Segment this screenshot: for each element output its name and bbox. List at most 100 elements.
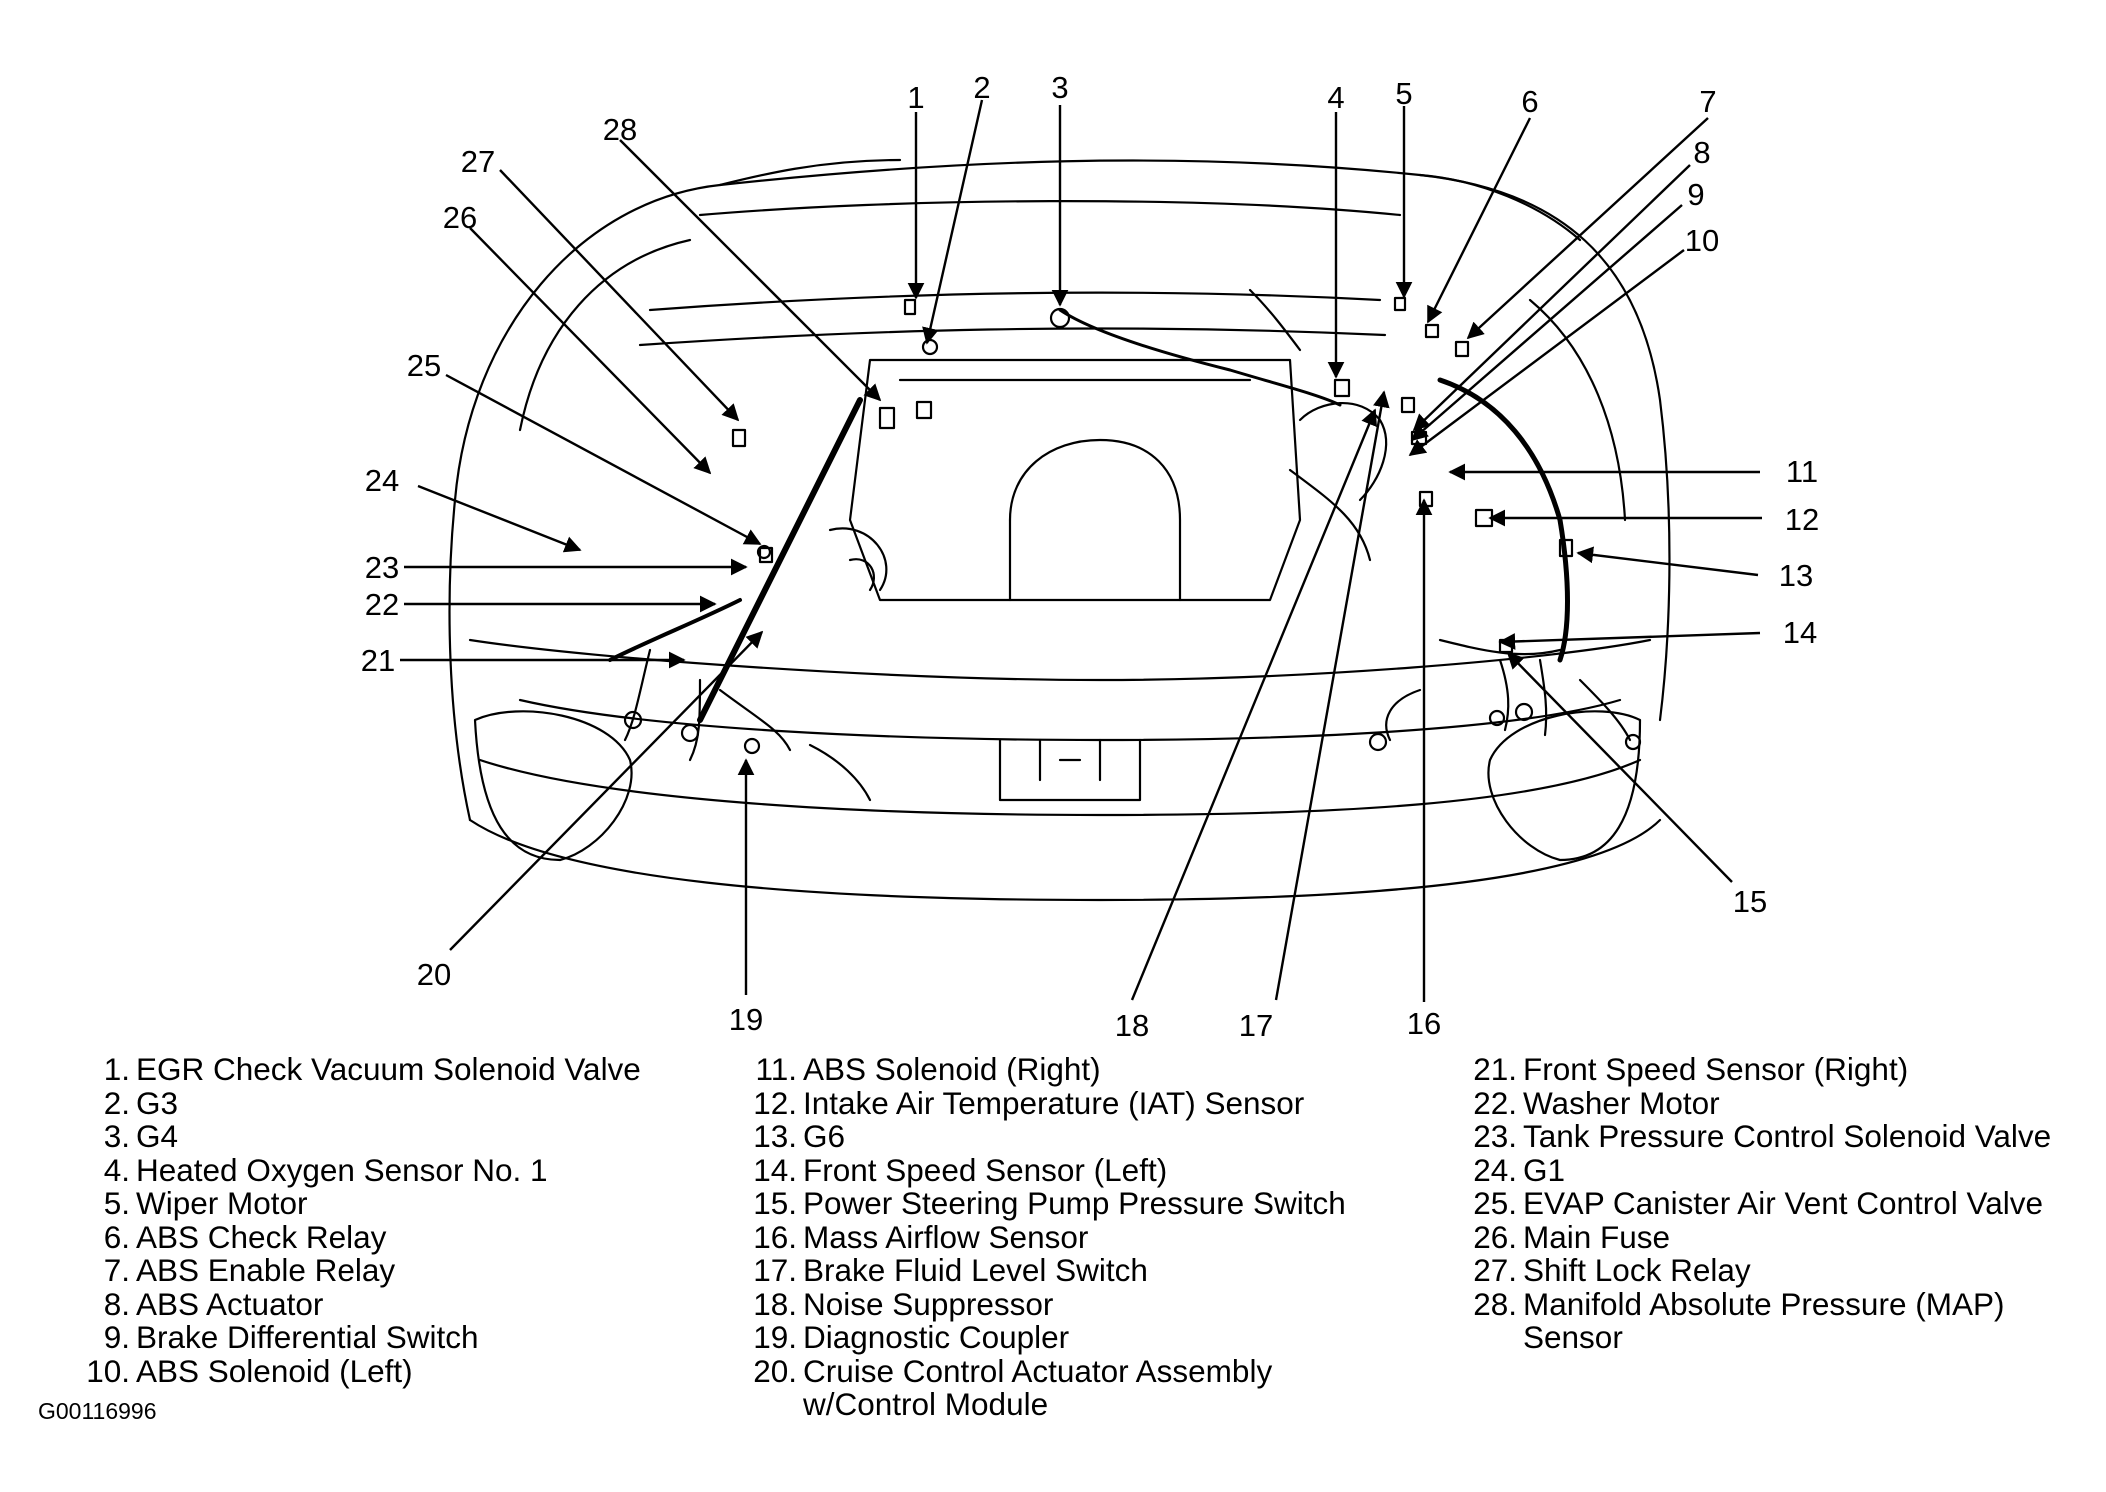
legend-item: 27.Shift Lock Relay: [1462, 1252, 2051, 1288]
legend-item: 1.EGR Check Vacuum Solenoid Valve: [78, 1051, 641, 1087]
callout-19: 19: [729, 1002, 763, 1037]
legend-item-text: G4: [136, 1118, 179, 1154]
legend-item-text: Front Speed Sensor (Right): [1523, 1051, 1909, 1087]
legend-item-number: 13.: [753, 1118, 797, 1154]
callout-9: 9: [1687, 177, 1704, 212]
legend-item-text: Shift Lock Relay: [1523, 1252, 1751, 1288]
leader-14: [1498, 631, 1761, 650]
legend-item-number: 24.: [1473, 1151, 1517, 1188]
legend-item-number: [745, 1388, 797, 1422]
legend-item-number: 8.: [103, 1285, 130, 1322]
legend-item: 28.Manifold Absolute Pressure (MAP): [1462, 1285, 2051, 1322]
legend-item-text: ABS Check Relay: [136, 1218, 387, 1255]
legend-item-text: Wiper Motor: [136, 1185, 308, 1221]
leader-18: [1130, 408, 1378, 1001]
legend-item-number: 12.: [753, 1084, 797, 1121]
legend-item: 10.ABS Solenoid (Left): [78, 1352, 641, 1389]
callout-14: 14: [1783, 615, 1817, 650]
callout-28: 28: [603, 112, 637, 147]
legend-item: 16.Mass Airflow Sensor: [745, 1218, 1346, 1255]
legend-item-text: ABS Solenoid (Right): [803, 1051, 1101, 1087]
legend-item: 23.Tank Pressure Control Solenoid Valve: [1462, 1118, 2052, 1154]
callout-5: 5: [1395, 76, 1412, 111]
legend-item-number: 14.: [753, 1151, 797, 1188]
leader-17: [1274, 390, 1390, 1001]
legend-item-number: 16.: [753, 1218, 797, 1255]
legend-item-number: 17.: [753, 1252, 797, 1288]
callout-26: 26: [443, 200, 477, 235]
legend-item-text: EVAP Canister Air Vent Control Valve: [1523, 1185, 2044, 1221]
legend-item-text: G6: [803, 1118, 846, 1154]
legend-item-number: 7.: [103, 1252, 130, 1288]
legend-item: 14.Front Speed Sensor (Left): [745, 1151, 1346, 1188]
legend-item-text: Tank Pressure Control Solenoid Valve: [1523, 1118, 2052, 1154]
callout-12: 12: [1785, 502, 1819, 537]
legend-item-number: 4.: [103, 1151, 130, 1188]
legend-item-number: 10.: [86, 1352, 130, 1389]
legend-item-text: G1: [1523, 1151, 1566, 1188]
legend-item-text: ABS Solenoid (Left): [136, 1352, 413, 1389]
callout-22: 22: [365, 587, 399, 622]
leader-26: [469, 227, 712, 475]
legend-item-number: 25.: [1473, 1185, 1517, 1221]
legend-item-number: 11.: [755, 1051, 797, 1087]
callout-8: 8: [1693, 135, 1710, 170]
legend-item: 25.EVAP Canister Air Vent Control Valve: [1462, 1185, 2051, 1221]
legend-item: 8.ABS Actuator: [78, 1285, 641, 1322]
callout-18: 18: [1115, 1008, 1149, 1043]
legend-item-number: 1.: [103, 1051, 130, 1087]
legend-item-text: Cruise Control Actuator Assembly: [803, 1352, 1273, 1389]
leader-13: [1576, 546, 1759, 577]
legend-item: 3.G4: [78, 1118, 641, 1154]
legend-column-3: 21.Front Speed Sensor (Right)22.Washer M…: [1462, 1051, 2052, 1355]
legend-column-2: 11.ABS Solenoid (Right)12.Intake Air Tem…: [745, 1051, 1346, 1422]
legend-item-number: 15.: [753, 1185, 797, 1221]
leader-6: [1426, 117, 1532, 324]
callout-13: 13: [1779, 558, 1813, 593]
legend-item: 18.Noise Suppressor: [745, 1285, 1346, 1322]
leader-24: [417, 484, 582, 553]
legend-item-text: G3: [136, 1084, 179, 1121]
leader-25: [445, 373, 762, 546]
callout-2: 2: [973, 70, 990, 105]
callout-27: 27: [461, 144, 495, 179]
legend-item: 13.G6: [745, 1118, 1346, 1154]
callout-15: 15: [1733, 884, 1767, 919]
legend-item: 2.G3: [78, 1084, 641, 1121]
legend-item-text: Manifold Absolute Pressure (MAP): [1523, 1285, 2005, 1322]
legend-item-number: 5.: [103, 1185, 130, 1221]
legend-item: 4.Heated Oxygen Sensor No. 1: [78, 1151, 641, 1188]
legend-item: 15.Power Steering Pump Pressure Switch: [745, 1185, 1346, 1221]
leader-20: [449, 630, 764, 951]
callout-21: 21: [361, 643, 395, 678]
legend-item-number: 22.: [1473, 1084, 1517, 1121]
legend-item-text: Power Steering Pump Pressure Switch: [803, 1185, 1346, 1221]
callout-3: 3: [1051, 70, 1068, 105]
legend-item-text: Main Fuse: [1523, 1218, 1671, 1255]
legend-item-text: Noise Suppressor: [803, 1285, 1054, 1322]
leader-7: [1466, 117, 1709, 340]
legend-item-number: 18.: [753, 1285, 797, 1322]
legend-item-number: 21.: [1473, 1051, 1517, 1087]
leader-28: [619, 139, 882, 402]
legend-item-number: 28.: [1473, 1285, 1517, 1322]
legend-item-number: 26.: [1473, 1218, 1517, 1255]
legend-item-text: Brake Fluid Level Switch: [803, 1252, 1148, 1288]
legend-item: 11.ABS Solenoid (Right): [745, 1051, 1346, 1087]
legend-item-number: 9.: [103, 1319, 130, 1355]
legend-item-number: 6.: [103, 1218, 130, 1255]
callout-labels: 1 2 3 4 5 6 7 8 9 10 11 12 13 14 15 16 1…: [361, 70, 1819, 1043]
legend-item: 7.ABS Enable Relay: [78, 1252, 641, 1288]
legend-item-text: w/Control Module: [803, 1386, 1049, 1422]
callout-17: 17: [1239, 1008, 1273, 1043]
leader-10: [1408, 249, 1685, 457]
legend-item: 24.G1: [1462, 1151, 2051, 1188]
legend-item-number: 20.: [753, 1352, 797, 1389]
legend-item: 6.ABS Check Relay: [78, 1218, 641, 1255]
legend-item-number: 2.: [103, 1084, 130, 1121]
callout-4: 4: [1327, 80, 1344, 115]
leader-2: [922, 99, 984, 345]
callout-25: 25: [407, 348, 441, 383]
